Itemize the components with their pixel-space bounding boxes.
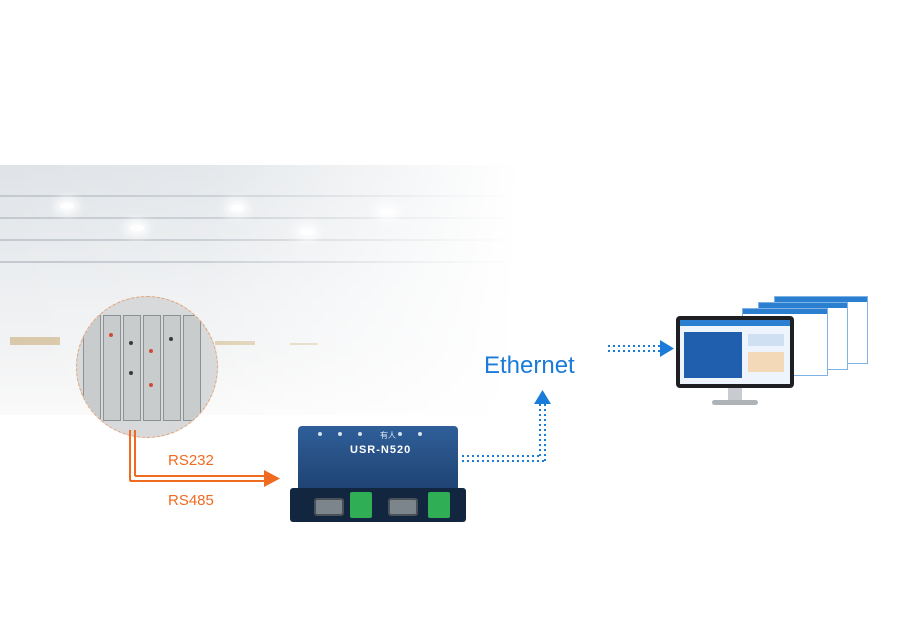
- rs485-label: RS485: [168, 492, 214, 509]
- ethernet-to-monitor-arrow: [608, 340, 674, 357]
- device-logo: 有人: [380, 431, 396, 440]
- electrical-cabinet-image: [76, 296, 218, 438]
- monitor-screen: [676, 316, 794, 388]
- usr-n520-device-image: 有人 USR-N520: [290, 426, 466, 524]
- terminal-block-1: [350, 492, 372, 518]
- monitor-software-image: [676, 296, 872, 416]
- ethernet-label: Ethernet: [484, 352, 575, 379]
- serial-arrow: [129, 430, 280, 487]
- terminal-block-2: [428, 492, 450, 518]
- db9-port-2: [388, 498, 418, 516]
- db9-port-1: [314, 498, 344, 516]
- rs232-label: RS232: [168, 452, 214, 469]
- ethernet-uplink-arrow: [462, 390, 551, 462]
- device-brand: USR-N520: [350, 444, 412, 456]
